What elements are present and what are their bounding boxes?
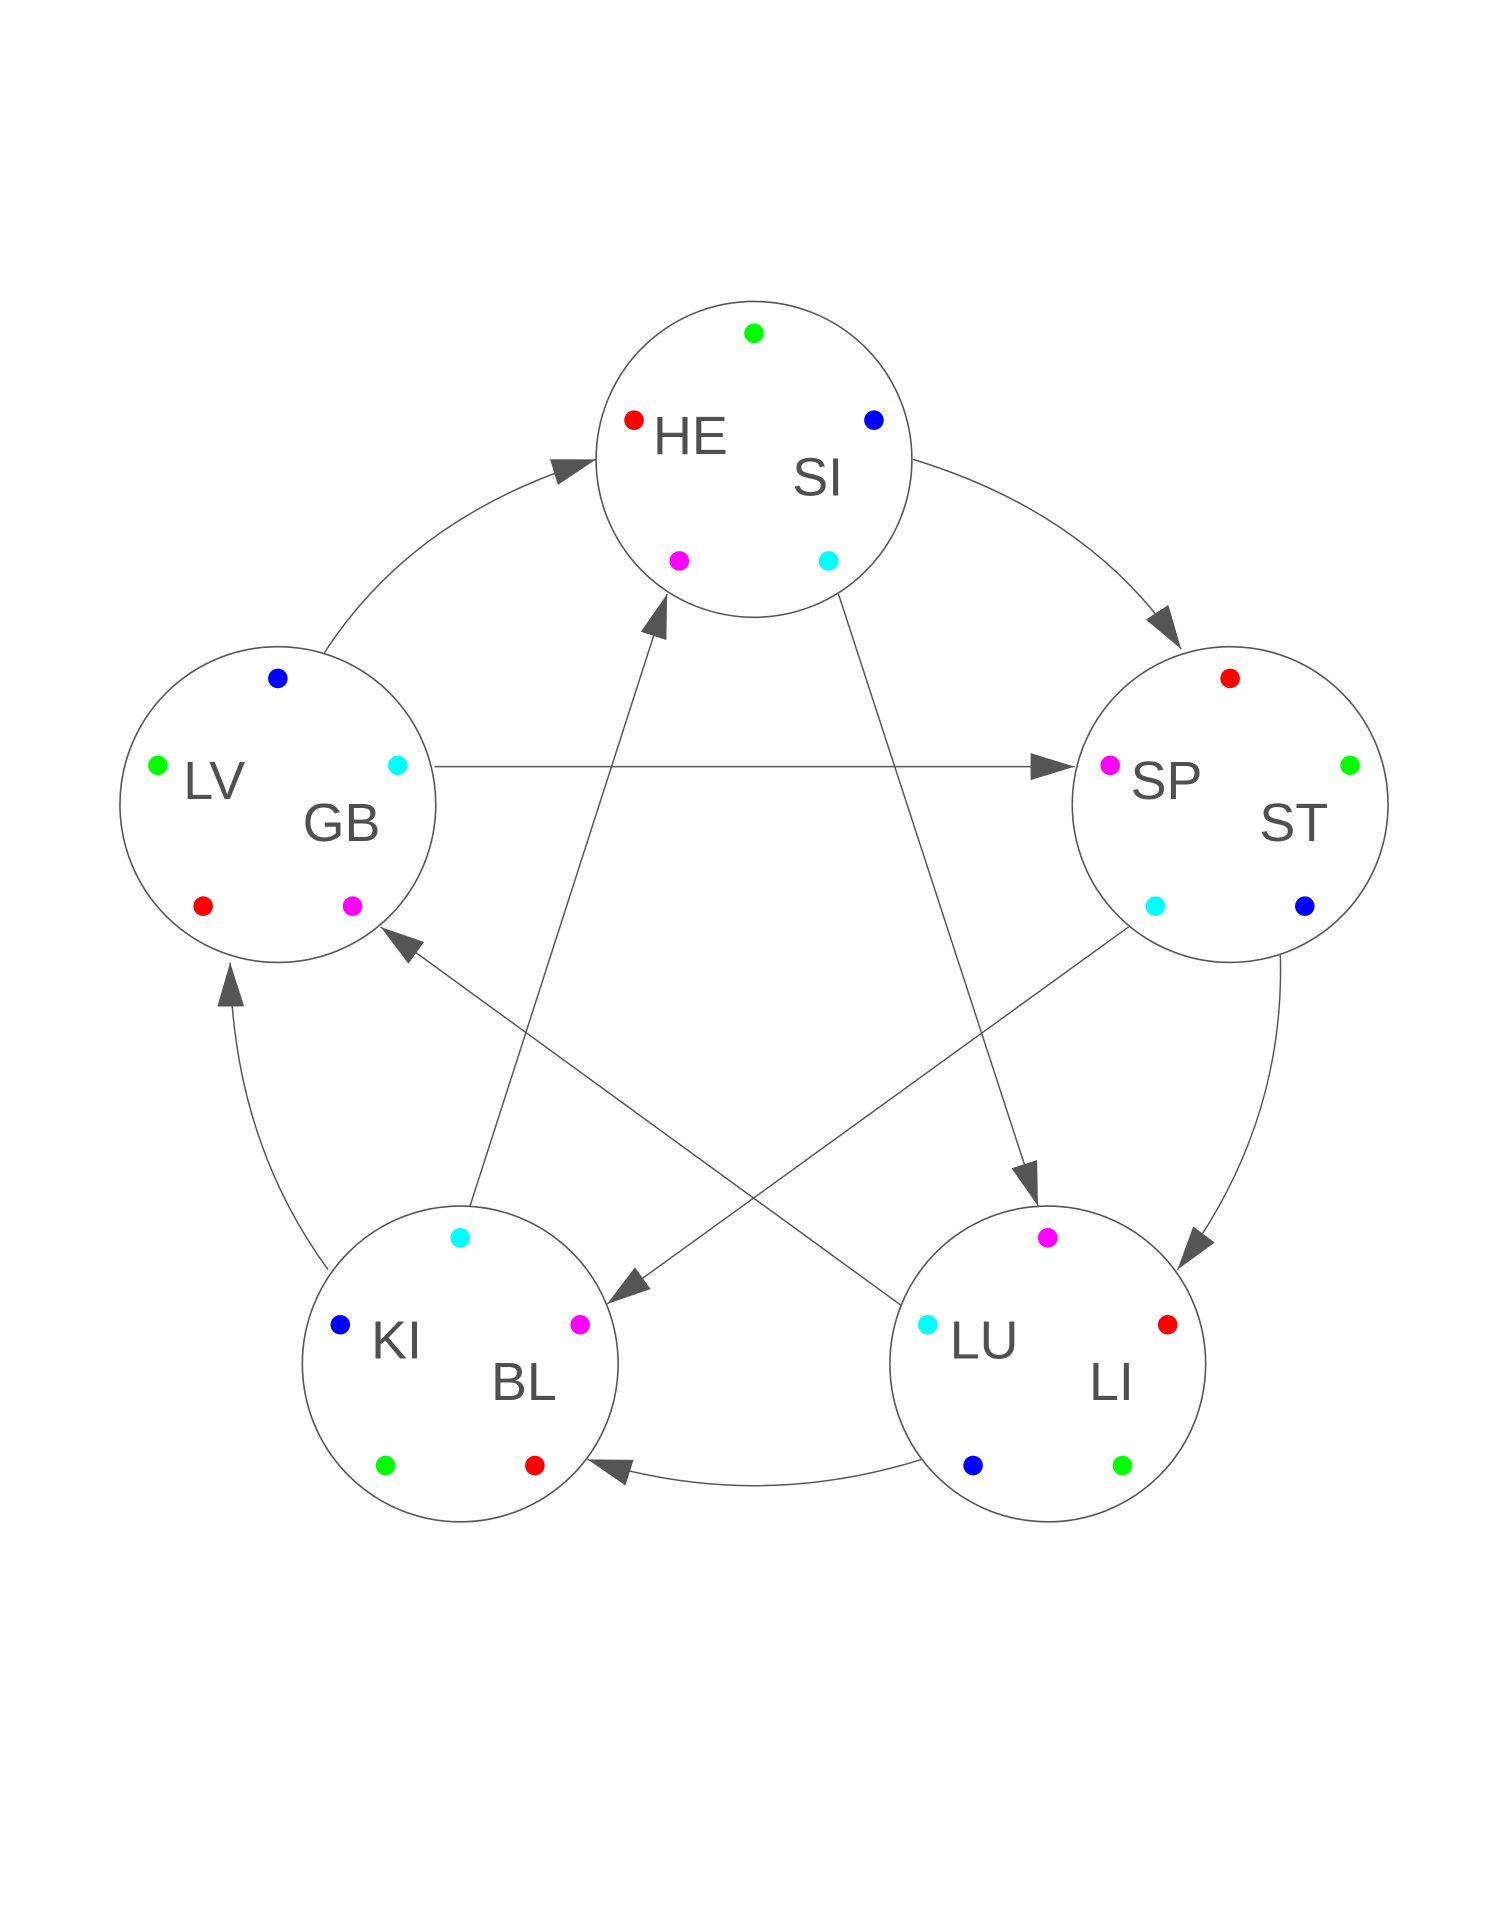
edge-lv_gb-to-he_si [323, 458, 597, 654]
node-label-li: LI [1089, 1352, 1134, 1412]
edge-lu_li-to-ki_bl [587, 1458, 922, 1487]
nodes-layer: HE SI SP ST LU LI KI BL LV GB [119, 300, 1389, 1523]
dot-green [1340, 755, 1360, 776]
edge-he_si-to-lu_li [837, 593, 1039, 1207]
edge-ki_bl-to-lv_gb [217, 962, 329, 1271]
node-label-si: SI [792, 448, 843, 508]
dot-blue [330, 1314, 351, 1335]
edge-ki_bl-to-he_si [469, 593, 668, 1207]
node-label-sp: SP [1131, 751, 1203, 811]
node-lv_gb: LV GB [119, 645, 437, 964]
dot-cyan [388, 755, 408, 776]
dot-magenta [1100, 755, 1120, 776]
dot-cyan [918, 1314, 938, 1335]
node-label-gb: GB [303, 793, 381, 853]
node-circle [889, 1205, 1207, 1523]
dot-blue [864, 410, 884, 430]
dot-cyan [450, 1228, 471, 1248]
node-label-st: ST [1259, 793, 1328, 853]
dot-red [525, 1455, 545, 1476]
node-he_si: HE SI [595, 300, 913, 619]
node-label-bl: BL [491, 1352, 557, 1412]
edge-he_si-to-sp_st [912, 458, 1182, 650]
node-circle [301, 1205, 619, 1523]
dot-green [1112, 1455, 1133, 1476]
edge-sp_st-to-ki_bl [606, 926, 1129, 1305]
edge-sp_st-to-lu_li [1176, 955, 1282, 1271]
dot-blue [268, 668, 288, 689]
node-circle [119, 645, 437, 964]
node-label-he: HE [653, 406, 728, 466]
edge-lu_li-to-lv_gb [380, 926, 902, 1306]
node-lu_li: LU LI [889, 1205, 1207, 1523]
dot-magenta [342, 896, 363, 916]
node-circle [595, 300, 913, 619]
dot-magenta [570, 1314, 590, 1335]
dot-cyan [818, 551, 839, 571]
dot-blue [1295, 896, 1315, 916]
dot-green [148, 755, 168, 776]
dot-green [744, 323, 764, 344]
dot-red [624, 410, 644, 430]
dot-magenta [669, 551, 690, 571]
dot-magenta [1037, 1228, 1058, 1248]
dot-red [1220, 668, 1240, 689]
node-label-ki: KI [371, 1311, 422, 1371]
node-label-lu: LU [950, 1311, 1019, 1371]
dot-green [375, 1455, 396, 1476]
node-sp_st: SP ST [1071, 645, 1389, 964]
dot-blue [963, 1455, 983, 1476]
node-ki_bl: KI BL [301, 1205, 619, 1523]
dot-red [1157, 1314, 1178, 1335]
node-label-lv: LV [183, 751, 245, 811]
edges-layer [217, 458, 1282, 1487]
dot-cyan [1145, 896, 1166, 916]
node-circle [1071, 645, 1389, 964]
dot-red [193, 896, 213, 916]
